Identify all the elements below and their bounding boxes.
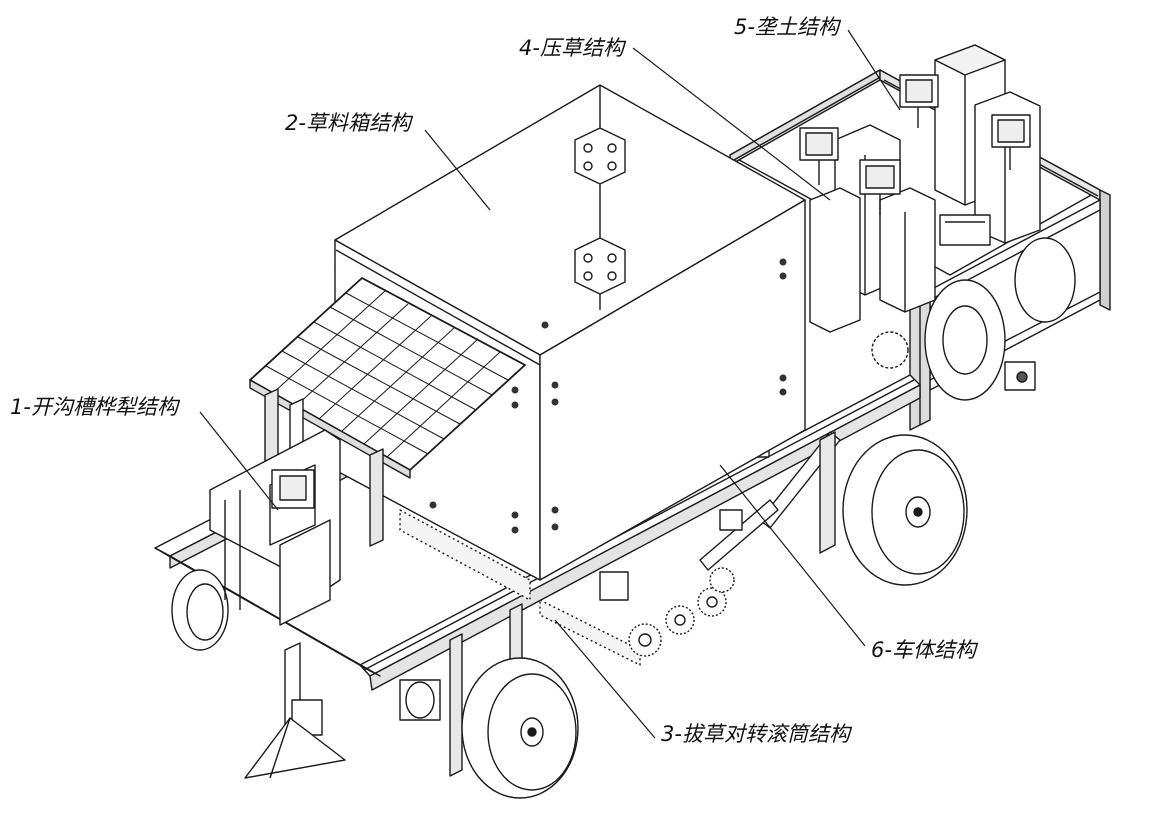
label-vehicle-body: 6-车体结构: [871, 638, 976, 662]
leader-lines: [199, 29, 901, 739]
weeding-rollers: [399, 509, 735, 666]
label-trench-plough: 1-开沟槽桦犁结构: [10, 395, 178, 419]
leader-line-5: [847, 29, 901, 111]
soil-ridging-assembly: [799, 44, 1041, 333]
label-weeding-rollers: 3-拔草对转滚筒结构: [661, 722, 850, 746]
grass-box: [334, 84, 806, 581]
leader-line-2: [424, 129, 491, 211]
trench-plough: [209, 429, 441, 779]
rear-wheels: [871, 237, 1076, 401]
leader-line-6: [719, 464, 866, 647]
leader-line-1: [199, 411, 279, 511]
leader-line-4: [632, 47, 831, 201]
front-wheels: [171, 434, 968, 799]
label-grass-press: 4-压草结构: [519, 36, 624, 60]
leader-line-3: [554, 619, 656, 739]
label-soil-ridging: 5-垄土结构: [734, 15, 839, 39]
label-grass-box: 2-草料箱结构: [285, 111, 411, 135]
